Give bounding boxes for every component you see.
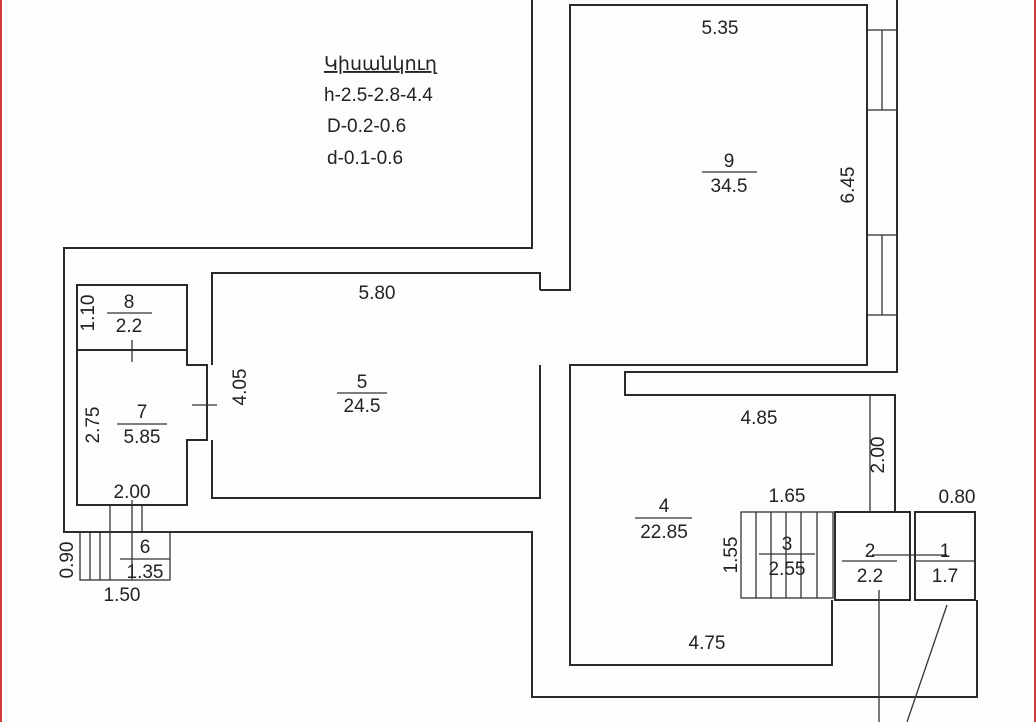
room-area: 1.35 bbox=[127, 562, 164, 583]
room-area: 5.85 bbox=[124, 427, 161, 448]
room-area: 22.85 bbox=[640, 522, 688, 543]
fraction-lines bbox=[107, 171, 975, 562]
dimension: 2.00 bbox=[114, 482, 151, 503]
room-7-wall bbox=[76, 350, 208, 506]
dimension: 5.80 bbox=[359, 283, 396, 304]
dimension: 1.10 bbox=[78, 295, 99, 332]
window bbox=[866, 29, 898, 316]
legend-line: D-0.2-0.6 bbox=[327, 116, 406, 137]
room-number: 5 bbox=[357, 372, 368, 393]
room-3-stairs bbox=[740, 511, 834, 599]
dimension: 1.50 bbox=[104, 585, 141, 606]
room-5-wall-bottom bbox=[211, 365, 541, 499]
room-number: 6 bbox=[140, 537, 151, 558]
room-number: 1 bbox=[940, 541, 951, 562]
room-1-wall bbox=[914, 511, 976, 601]
dimension: 4.85 bbox=[741, 408, 778, 429]
room-number: 3 bbox=[782, 534, 793, 555]
legend-line: h-2.5-2.8-4.4 bbox=[324, 85, 433, 106]
dimension: 0.90 bbox=[57, 542, 78, 579]
dimension: 4.05 bbox=[230, 369, 251, 406]
room-area: 34.5 bbox=[711, 176, 748, 197]
room-area: 24.5 bbox=[344, 396, 381, 417]
room-area: 2.2 bbox=[116, 316, 142, 337]
dimension: 4.75 bbox=[689, 633, 726, 654]
dimension: 1.55 bbox=[721, 537, 742, 574]
dimension: 6.45 bbox=[838, 167, 859, 204]
dimension: 0.80 bbox=[939, 487, 976, 508]
dimension: 2.75 bbox=[83, 407, 104, 444]
room-area: 2.55 bbox=[769, 559, 806, 580]
room-area: 1.7 bbox=[932, 566, 958, 587]
legend-title: Կիսանկուղ bbox=[324, 54, 438, 75]
room-2-wall bbox=[834, 511, 911, 601]
dimension: 1.65 bbox=[769, 486, 806, 507]
legend-line: d-0.1-0.6 bbox=[327, 148, 403, 169]
room-number: 7 bbox=[137, 402, 148, 423]
room-6-stairs bbox=[79, 500, 171, 581]
dimension: 2.00 bbox=[868, 437, 889, 474]
room-5-wall bbox=[211, 272, 541, 365]
room-number: 8 bbox=[124, 292, 135, 313]
room-9-wall bbox=[540, 4, 868, 666]
room-number: 2 bbox=[865, 541, 876, 562]
outer-wall-right bbox=[624, 0, 898, 512]
dimension: 5.35 bbox=[702, 18, 739, 39]
room-area: 2.2 bbox=[857, 566, 883, 587]
room-number: 9 bbox=[724, 151, 735, 172]
room-number: 4 bbox=[659, 496, 670, 517]
outer-wall bbox=[63, 0, 978, 698]
